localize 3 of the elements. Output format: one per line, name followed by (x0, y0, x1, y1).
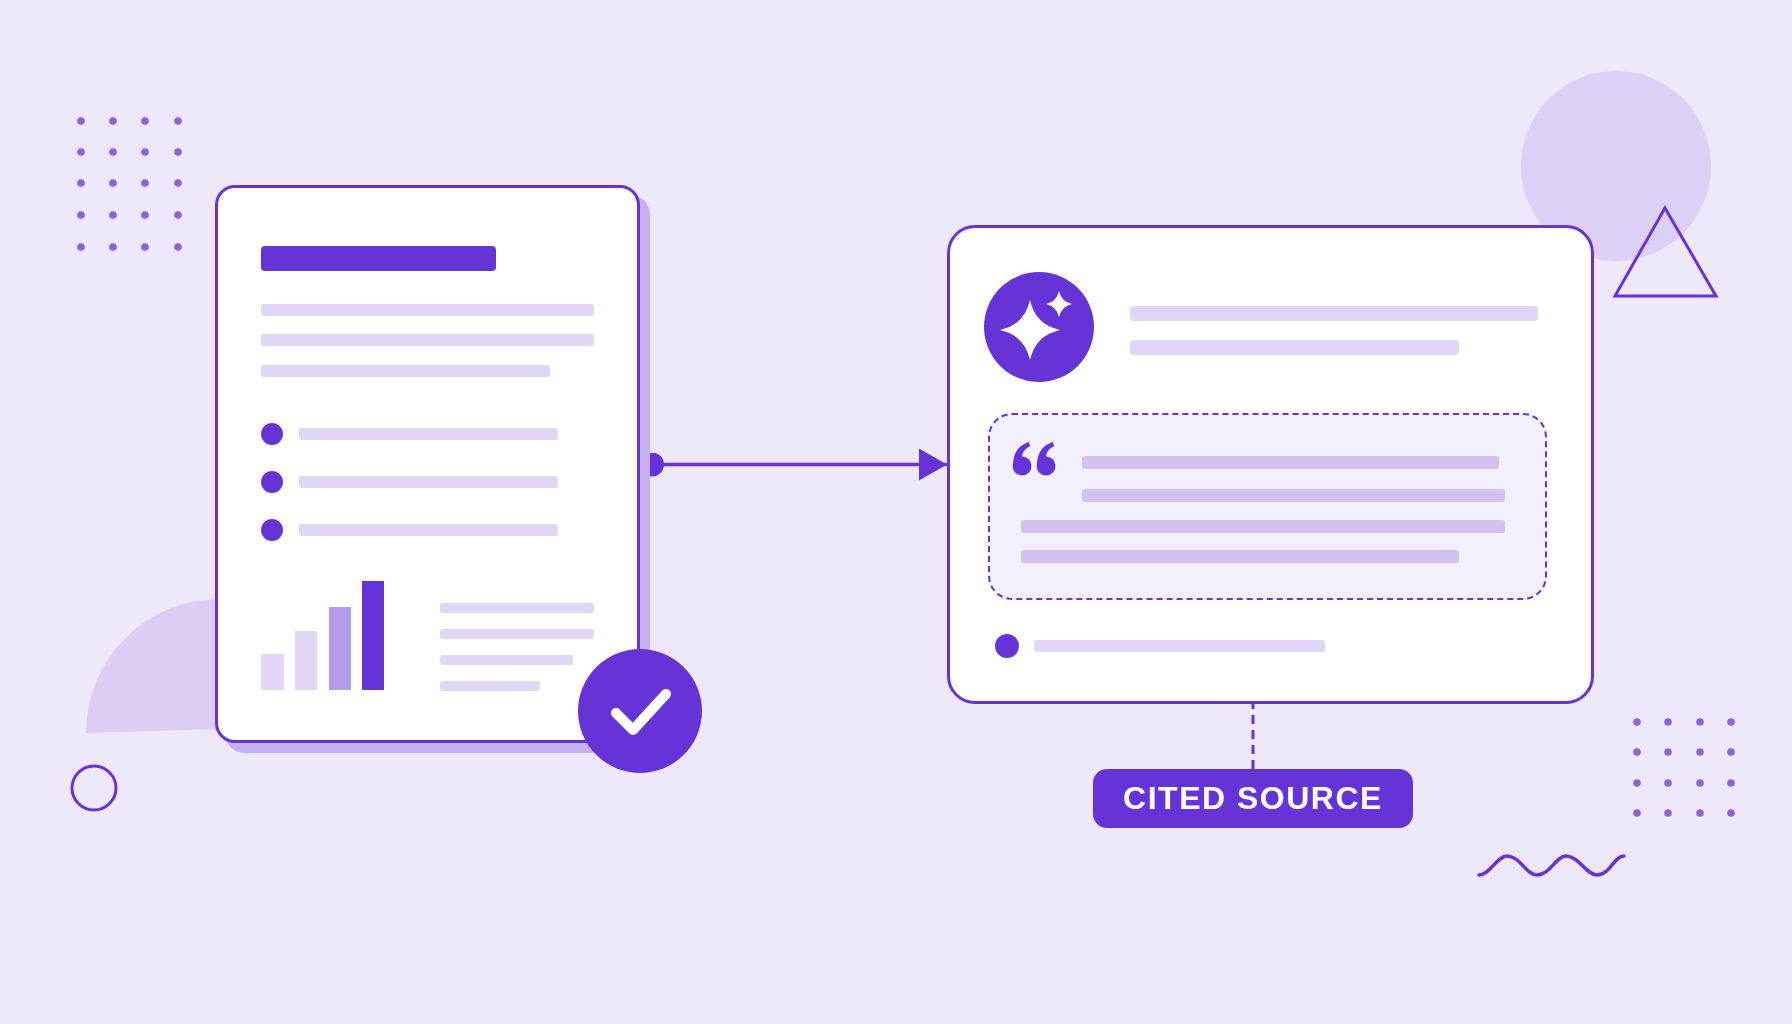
answer-card (947, 225, 1594, 704)
callout-tag: CITED SOURCE (1093, 769, 1413, 828)
leader-line (1251, 704, 1255, 769)
